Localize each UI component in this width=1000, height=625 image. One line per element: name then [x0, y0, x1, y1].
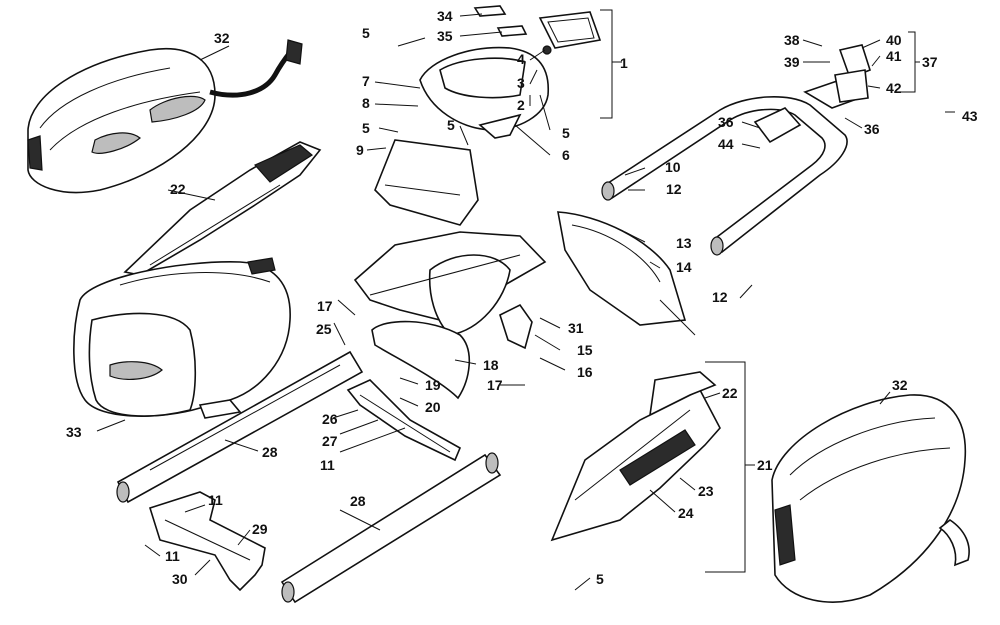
callout-44: 44	[718, 136, 734, 152]
callout-2: 2	[517, 97, 525, 113]
callout-7: 7	[362, 73, 370, 89]
grab-bar	[601, 96, 848, 256]
rail-left	[116, 350, 364, 504]
callout-36b: 36	[864, 121, 880, 137]
callout-22a: 22	[170, 181, 186, 197]
callout-40: 40	[886, 32, 902, 48]
callout-24: 24	[678, 505, 694, 521]
grab-bar-brackets	[753, 44, 871, 144]
callout-8: 8	[362, 95, 370, 111]
callout-36a: 36	[718, 114, 734, 130]
callout-14: 14	[676, 259, 692, 275]
callout-17a: 17	[317, 298, 333, 314]
callout-5e: 5	[596, 571, 604, 587]
leader-lines	[96, 9, 955, 591]
fender-bracket	[499, 303, 533, 350]
callout-39: 39	[784, 54, 800, 70]
callout-17b: 17	[487, 377, 503, 393]
callout-30: 30	[172, 571, 188, 587]
callout-10: 10	[665, 159, 681, 175]
callout-20: 20	[425, 399, 441, 415]
callout-4: 4	[517, 51, 525, 67]
side-cover-right	[557, 211, 687, 326]
callout-23: 23	[698, 483, 714, 499]
callout-25: 25	[316, 321, 332, 337]
callout-34: 34	[437, 8, 453, 24]
callout-41: 41	[886, 48, 902, 64]
callout-9: 9	[356, 142, 364, 158]
callout-12b: 12	[712, 289, 728, 305]
callout-35: 35	[437, 28, 453, 44]
callout-31: 31	[568, 320, 584, 336]
mount-bracket-center	[346, 379, 462, 462]
rear-bag	[73, 257, 291, 419]
license-plate-bracket	[374, 139, 479, 226]
callout-26: 26	[322, 411, 338, 427]
callout-11b: 11	[165, 548, 180, 564]
side-panel-left	[123, 141, 322, 276]
callout-11c: 11	[320, 457, 335, 473]
callout-3: 3	[517, 75, 525, 91]
callout-22b: 22	[722, 385, 738, 401]
callout-6: 6	[562, 147, 570, 163]
callout-32a: 32	[214, 30, 230, 46]
callout-1: 1	[620, 55, 628, 71]
mount-bracket-left	[148, 491, 266, 592]
rear-fender	[353, 231, 547, 336]
callout-19: 19	[425, 377, 441, 393]
callout-32b: 32	[892, 377, 908, 393]
callout-13: 13	[676, 235, 692, 251]
callout-11a: 11	[208, 492, 223, 508]
callout-5c: 5	[447, 117, 455, 133]
callout-5b: 5	[362, 120, 370, 136]
callout-18: 18	[483, 357, 499, 373]
callout-28b: 28	[350, 493, 366, 509]
callout-5a: 5	[362, 25, 370, 41]
callout-16: 16	[577, 364, 593, 380]
callout-38: 38	[784, 32, 800, 48]
callout-labels: 1 2 3 4 5 5 5 5 5 6 7 8 9 10 11 11 11 12…	[66, 8, 978, 587]
callout-21: 21	[757, 457, 773, 473]
side-panel-right	[550, 371, 721, 542]
callout-43: 43	[962, 108, 978, 124]
saddle-bag-left	[27, 39, 303, 194]
callout-12a: 12	[666, 181, 682, 197]
callout-42: 42	[886, 80, 902, 96]
callout-29: 29	[252, 521, 268, 537]
callout-27: 27	[322, 433, 338, 449]
rail-center	[280, 452, 502, 604]
callout-28a: 28	[262, 444, 278, 460]
callout-5d: 5	[562, 125, 570, 141]
callout-37: 37	[922, 54, 938, 70]
taillight-assembly	[419, 5, 602, 139]
saddle-bag-right	[771, 394, 970, 603]
callout-33: 33	[66, 424, 82, 440]
fender-side-panel	[371, 320, 471, 400]
callout-15: 15	[577, 342, 593, 358]
